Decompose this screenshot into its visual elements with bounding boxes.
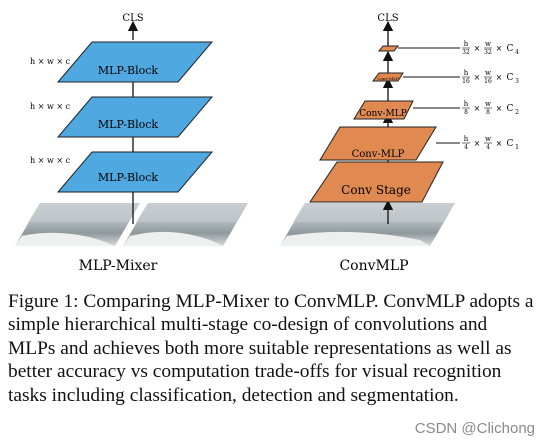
conv-mlp-block-4 [377,45,400,52]
dim-h-num: h [464,40,469,48]
dim-w-num: w [485,40,491,48]
dim-w-den: 32 [484,49,492,56]
mixer-dim-label-2: h × w × c [30,102,71,111]
dim-h-den: 8 [464,109,468,116]
mixer-dim-label-1: h × w × c [30,156,71,165]
dim-c: C [507,104,514,114]
dim-times: × [474,139,481,148]
dim-h-num: h [464,135,469,143]
conv-mlp-1-label: Conv-MLP [352,149,405,160]
mixer-block-1-label: MLP-Block [98,171,158,184]
mixer-block-3: MLP-Block [56,41,214,83]
dim-w-den: 16 [484,78,492,85]
mixer-cls-label: CLS [122,13,143,24]
dim-c: C [507,73,514,83]
mixer-name: MLP-Mixer [79,258,158,274]
mlp-mixer-diagram: MLP-Block MLP-Block MLP-Block h × w × c … [15,13,248,274]
mixer-block-3-label: MLP-Block [98,64,158,77]
dim-w-num: w [485,100,491,108]
mixer-block-1: MLP-Block [56,151,214,193]
dim-times: × [496,139,503,148]
watermark: CSDN @Clichong [412,420,537,437]
dim-h-den: 16 [462,78,470,85]
conv-stage-label: Conv Stage [341,183,411,197]
dim-w-den: 8 [486,109,490,116]
mixer-dim-label-3: h × w × c [30,57,71,66]
dim-c: C [507,139,514,149]
convmlp-diagram: Conv Stage Conv-MLP Conv-MLP Conv-MLP h3… [280,13,519,274]
convmlp-input-image [280,203,455,246]
dim-times: × [496,44,503,53]
dim-c-sub: 4 [515,49,519,56]
dim-times: × [496,104,503,113]
conv-mlp-block-3: Conv-MLP [372,72,404,82]
dim-c-sub: 2 [515,109,519,116]
conv-mlp-block-1: Conv-MLP [319,126,437,161]
dim-times: × [474,44,481,53]
mixer-block-2-label: MLP-Block [98,118,158,131]
conv-stage-block: Conv Stage [309,161,444,203]
dim-c-sub: 3 [515,78,519,85]
convmlp-name: ConvMLP [339,258,408,274]
dim-h-num: h [464,100,469,108]
dim-h-den: 4 [464,144,468,151]
figure-caption: Figure 1: Comparing MLP-Mixer to ConvMLP… [8,291,534,406]
dim-w-num: w [485,69,491,77]
dim-w-num: w [485,135,491,143]
conv-mlp-3-label: Conv-MLP [377,76,398,81]
dim-c-sub: 1 [515,144,519,151]
dim-h-num: h [464,69,469,77]
dim-times: × [474,73,481,82]
dim-h-den: 32 [462,49,470,56]
figure-diagram: MLP-Block MLP-Block MLP-Block h × w × c … [15,13,519,274]
conv-mlp-block-2: Conv-MLP [353,100,414,120]
dim-times: × [474,104,481,113]
mixer-block-2: MLP-Block [56,96,214,138]
dim-times: × [496,73,503,82]
dim-w-den: 4 [486,144,490,151]
dim-c: C [507,44,514,54]
conv-mlp-2-label: Conv-MLP [359,109,406,119]
mixer-input-image [15,203,248,246]
convmlp-cls-label: CLS [377,13,398,24]
